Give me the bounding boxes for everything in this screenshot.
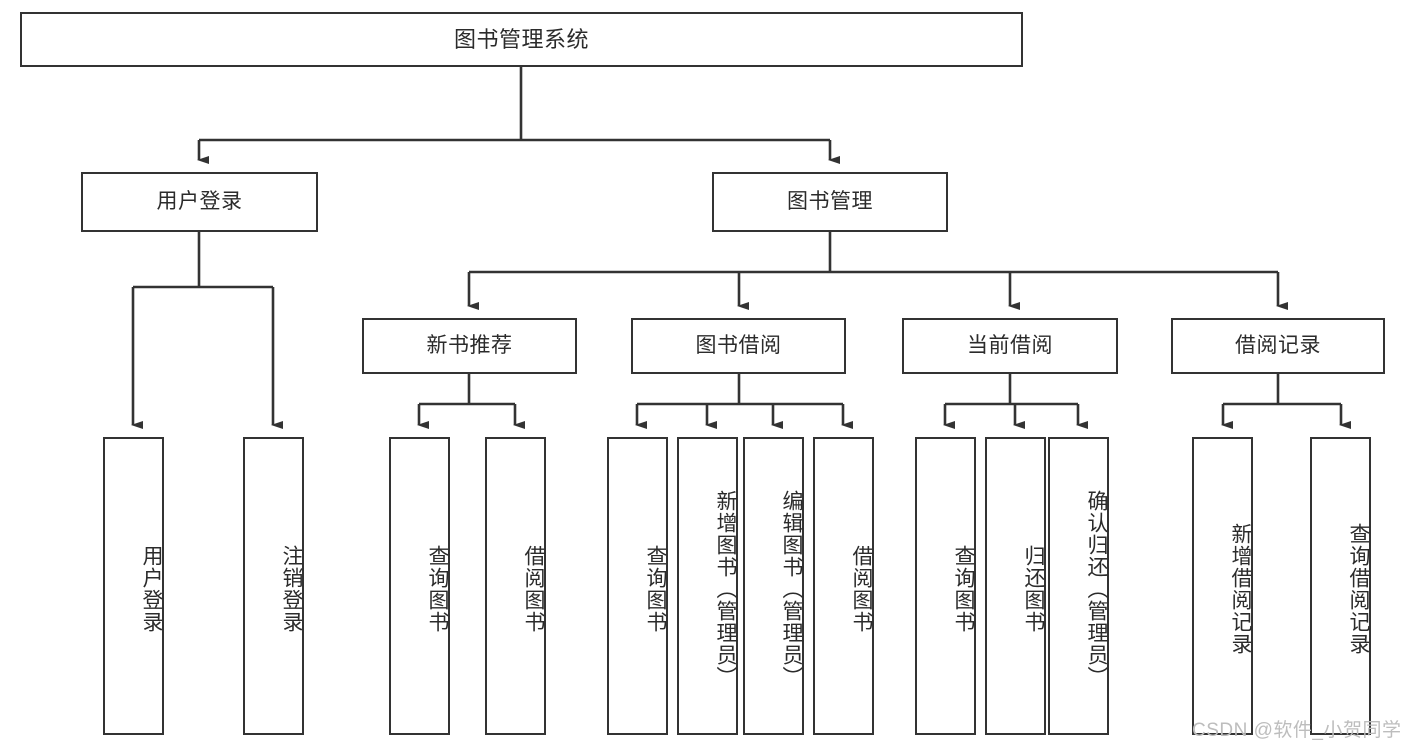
node-book-management[interactable]: 图书管理 (712, 172, 948, 232)
node-label: 注销登录 (280, 545, 303, 633)
node-label: 借阅图书 (850, 545, 873, 633)
csdn-watermark: CSDN @软件_小贺同学 (1192, 720, 1402, 741)
node-label: 当前借阅 (967, 333, 1053, 357)
leaf-current-query-book[interactable]: 查询图书 (915, 437, 976, 735)
node-label: 查询借阅记录 (1347, 523, 1370, 655)
leaf-borrow-borrow-book[interactable]: 借阅图书 (813, 437, 874, 735)
node-label: 查询图书 (426, 545, 449, 633)
node-user-login[interactable]: 用户登录 (81, 172, 318, 232)
node-label: 新书推荐 (426, 333, 513, 357)
node-label: 查询图书 (952, 545, 975, 633)
leaf-recommend-borrow-book[interactable]: 借阅图书 (485, 437, 546, 735)
leaf-user-login-login[interactable]: 用户登录 (103, 437, 164, 735)
leaf-record-add-record[interactable]: 新增借阅记录 (1192, 437, 1253, 735)
node-current-borrow[interactable]: 当前借阅 (902, 318, 1118, 374)
node-label: 借阅图书 (522, 545, 545, 633)
node-label: 新增图书（管理员） (714, 490, 737, 688)
leaf-borrow-query-book[interactable]: 查询图书 (607, 437, 668, 735)
node-label: 查询图书 (644, 545, 667, 633)
leaf-current-confirm-return-admin[interactable]: 确认归还（管理员） (1048, 437, 1109, 735)
leaf-borrow-edit-book-admin[interactable]: 编辑图书（管理员） (743, 437, 804, 735)
node-book-borrow[interactable]: 图书借阅 (631, 318, 846, 374)
leaf-current-return-book[interactable]: 归还图书 (985, 437, 1046, 735)
leaf-record-query-record[interactable]: 查询借阅记录 (1310, 437, 1371, 735)
node-label: 图书管理系统 (453, 26, 589, 52)
node-label: 编辑图书（管理员） (780, 490, 803, 688)
node-new-book-recommend[interactable]: 新书推荐 (362, 318, 577, 374)
node-label: 用户登录 (140, 545, 163, 633)
node-label: 图书借阅 (695, 333, 782, 357)
node-label: 新增借阅记录 (1229, 523, 1252, 655)
node-borrow-record[interactable]: 借阅记录 (1171, 318, 1385, 374)
node-label: 确认归还（管理员） (1085, 490, 1108, 688)
node-label: 归还图书 (1022, 545, 1045, 633)
node-label: 借阅记录 (1235, 333, 1321, 357)
leaf-user-login-logout[interactable]: 注销登录 (243, 437, 304, 735)
node-root-system[interactable]: 图书管理系统 (20, 12, 1023, 67)
node-label: 图书管理 (787, 189, 873, 213)
leaf-recommend-query-book[interactable]: 查询图书 (389, 437, 450, 735)
node-label: 用户登录 (156, 189, 243, 213)
leaf-borrow-add-book-admin[interactable]: 新增图书（管理员） (677, 437, 738, 735)
